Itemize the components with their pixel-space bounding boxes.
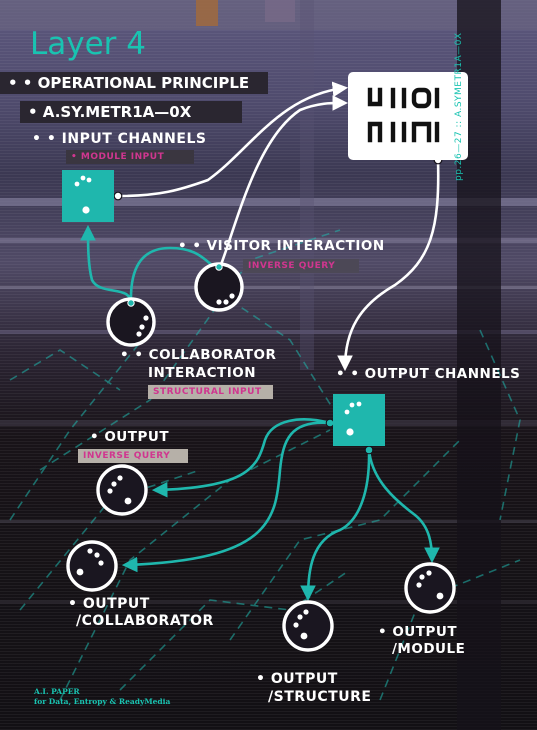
visitor-inverse-query-tag: INVERSE QUERY: [243, 259, 359, 273]
output-channels-box: [333, 394, 385, 446]
glitch-band: [0, 420, 537, 426]
glitch-band: [0, 238, 537, 243]
output-structure-node: [282, 600, 334, 652]
collaborator-node: [106, 297, 156, 347]
footer-subtitle: for Data, Entropy & ReadyMedia: [34, 697, 171, 706]
teal-connections: [80, 224, 440, 602]
output-channels-label: • • OUTPUT CHANNELS: [336, 366, 521, 382]
output-inverse-query-tag: INVERSE QUERY: [78, 449, 188, 463]
glitch-band: [0, 600, 537, 604]
output-collaborator-label-line1: • OUTPUT: [68, 596, 150, 612]
module-input-tag: • MODULE INPUT: [66, 150, 194, 164]
output-module-label-line2: /MODULE: [392, 641, 466, 657]
module-name-label: • A.SY.METR1A—0X: [20, 101, 242, 123]
input-channels-label: • • INPUT CHANNELS: [32, 131, 207, 147]
input-arrows: [117, 81, 440, 372]
collaborator-interaction-label-line2: INTERACTION: [148, 365, 257, 381]
module-box: [348, 72, 468, 160]
output-module-label-line1: • OUTPUT: [378, 624, 458, 640]
visitor-interaction-label: • • VISITOR INTERACTION: [178, 238, 385, 254]
output-node: [96, 464, 148, 516]
output-collaborator-label-line2: /COLLABORATOR: [76, 613, 214, 629]
operational-principle-label: • • OPERATIONAL PRINCIPLE: [0, 72, 268, 94]
glitch-band: [0, 330, 537, 334]
visitor-node: [194, 262, 244, 312]
structural-input-tag: STRUCTURAL INPUT: [148, 385, 273, 399]
glitch-column: [300, 0, 314, 370]
glitch-block: [265, 0, 295, 22]
glitch-block: [196, 0, 218, 26]
output-structure-label-line1: • OUTPUT: [256, 671, 338, 687]
output-label: • OUTPUT: [90, 429, 170, 445]
collaborator-interaction-label-line1: • • COLLABORATOR: [120, 347, 277, 363]
side-page-reference: pp.26—27 :: A.SYMETR1A—0X: [454, 32, 464, 181]
output-module-node: [404, 562, 456, 614]
footer-title: A.I. PAPER: [34, 687, 80, 696]
input-channels-box: [62, 170, 114, 222]
glitch-band: [0, 286, 537, 289]
layer-title: Layer 4: [30, 26, 147, 62]
output-collaborator-node: [66, 540, 118, 592]
glitch-band: [0, 520, 537, 523]
output-structure-label-line2: /STRUCTURE: [268, 689, 372, 705]
glitch-band: [0, 198, 537, 206]
